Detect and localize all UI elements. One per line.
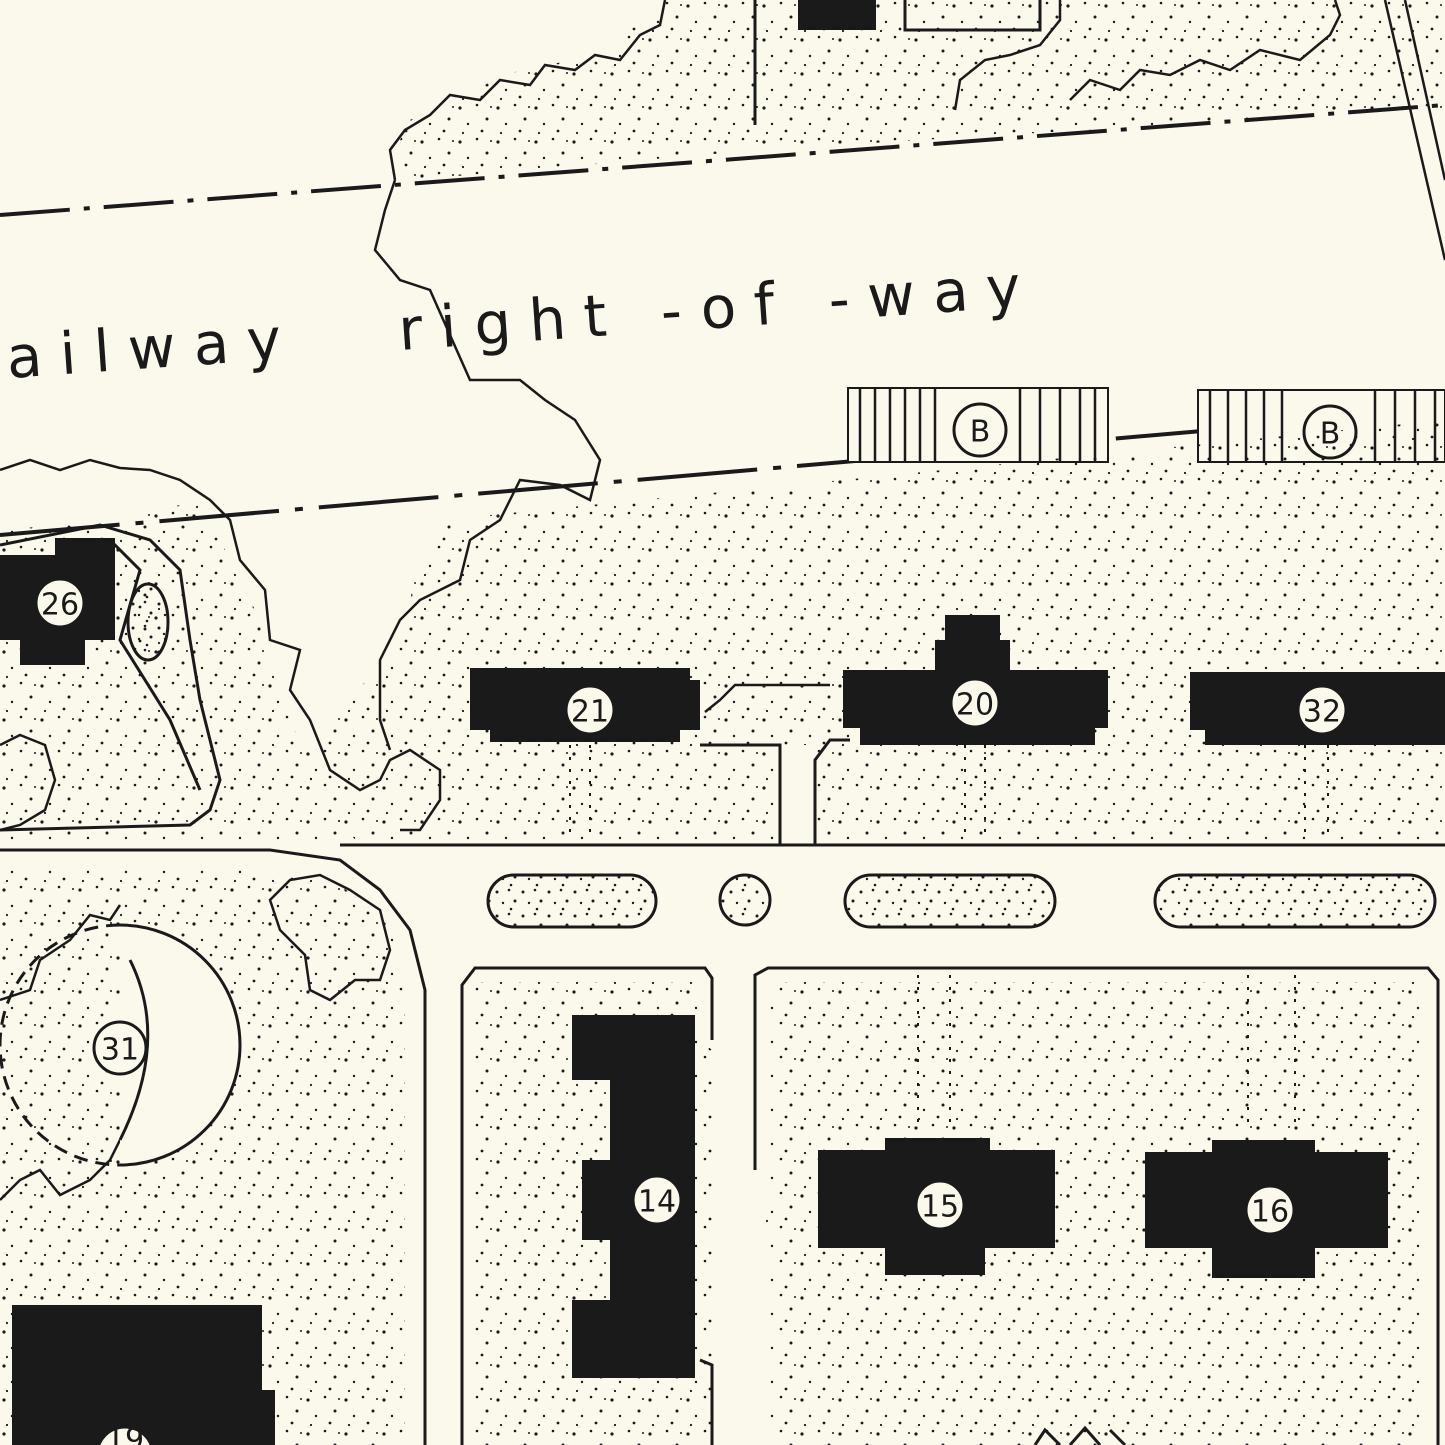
building-label-19: 19 [106, 1423, 144, 1445]
building-31: 31 [0, 923, 242, 1167]
drive-loop-west [0, 523, 222, 832]
railway-label-left: ailway [4, 304, 301, 392]
building-label-15: 15 [921, 1190, 959, 1225]
building-label-31: 31 [101, 1033, 139, 1068]
footpaths-quad-right [917, 975, 1296, 1130]
building-label-16: 16 [1251, 1195, 1289, 1230]
structure-bottom-partial [1033, 1425, 1127, 1445]
tree-canopy-west [0, 458, 442, 832]
building-label-26: 26 [41, 588, 79, 623]
avenue-south-curb-right [753, 966, 1440, 1445]
median-island-2 [843, 873, 1057, 929]
median-island-3 [1153, 873, 1437, 929]
rail-line-right-2 [1403, 0, 1445, 181]
lawn-southwest [0, 870, 405, 1445]
building-top-small [798, 0, 876, 30]
tree-canopy-southwest [0, 904, 122, 1201]
building-label-21: 21 [571, 695, 609, 730]
tree-west-small [0, 733, 57, 832]
median-island-1 [486, 873, 658, 929]
building-21: 21 [470, 668, 700, 742]
tree-canopy-center [373, 179, 602, 751]
building-26: 26 [0, 538, 115, 665]
planting-island-oval [126, 582, 170, 662]
tree-southwest-right [268, 873, 392, 1002]
railway-label-right-of-way: right -of -way [396, 251, 1040, 364]
building-label-14: 14 [638, 1185, 676, 1220]
avenue-north-curb-entry [700, 738, 850, 845]
building-16: 16 [1145, 1140, 1388, 1278]
avenue-south-curb-left [460, 966, 714, 1445]
building-19: 19 [12, 1305, 275, 1445]
avenue-west-curb [0, 848, 427, 1445]
crossing-label-1: B [970, 415, 991, 450]
building-label-32: 32 [1303, 695, 1341, 730]
railway-crossing-1: B [847, 387, 1109, 463]
building-14: 14 [572, 1015, 695, 1378]
building-15: 15 [818, 1138, 1055, 1275]
quad-left-curb-south [699, 1358, 714, 1445]
building-label-20: 20 [956, 688, 994, 723]
median-island-round [718, 873, 772, 927]
right-of-way-boundary-north [0, 103, 1445, 217]
walkway-21-20 [704, 683, 830, 713]
lawn-quad-right [755, 982, 1425, 1445]
tree-canopy-top-left [388, 0, 667, 181]
lawn-north-campus [300, 420, 1445, 845]
building-20: 20 [843, 615, 1108, 745]
building-top-outline [903, 0, 1042, 32]
lawn-top [380, 0, 1445, 180]
tree-canopy-top-right [953, 0, 1342, 111]
drive-loop-inner [108, 538, 202, 791]
building-32: 32 [1190, 672, 1445, 745]
rail-line-right-1 [1383, 0, 1445, 261]
